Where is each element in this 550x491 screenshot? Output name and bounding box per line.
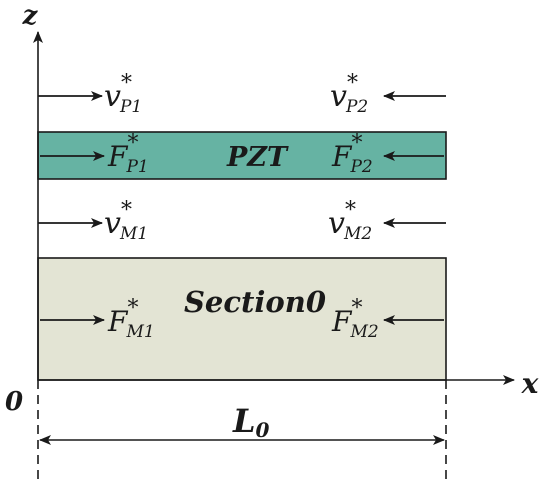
length-sub: 0: [256, 418, 270, 442]
f-p1-label: F*P1: [107, 131, 149, 177]
f-m1-sub: M1: [125, 322, 154, 342]
v-p2-main: v: [330, 79, 347, 114]
v-p2-sub: P2: [345, 97, 368, 117]
v-m1-main: v: [104, 206, 121, 241]
f-m1-label: F*M1: [107, 296, 155, 342]
v-m2-label: v*M2: [328, 198, 372, 244]
z-axis-label: z: [22, 1, 39, 31]
f-m2-sub: M2: [349, 322, 378, 342]
f-p1-main: F: [107, 140, 129, 173]
v-m1-sub: M1: [119, 224, 148, 244]
v-p2-sup: *: [347, 71, 358, 96]
f-p1-sub: P1: [125, 157, 148, 177]
origin-label: 0: [5, 387, 23, 417]
pzt-label: PZT: [226, 142, 289, 173]
f-p2-sup: *: [351, 131, 362, 156]
v-m2-sup: *: [345, 198, 356, 223]
v-p1-sup: *: [121, 71, 132, 96]
f-p2-label: F*P2: [331, 131, 373, 177]
length-label: L0: [232, 402, 270, 442]
f-m2-sup: *: [351, 296, 362, 321]
f-p2-main: F: [331, 140, 353, 173]
v-m1-sup: *: [121, 198, 132, 223]
v-m2-main: v: [328, 206, 345, 241]
v-p2-label: v*P2: [330, 71, 368, 117]
v-m2-sub: M2: [343, 224, 372, 244]
f-m1-sup: *: [127, 296, 138, 321]
x-axis-label: x: [521, 367, 539, 400]
v-p1-sub: P1: [119, 97, 142, 117]
f-m2-label: F*M2: [331, 296, 379, 342]
f-m2-main: F: [331, 305, 353, 338]
f-p1-sup: *: [127, 131, 138, 156]
v-m1-label: v*M1: [104, 198, 148, 244]
length-main: L: [232, 402, 256, 440]
v-p1-main: v: [104, 79, 121, 114]
f-p2-sub: P2: [349, 157, 372, 177]
v-p1-label: v*P1: [104, 71, 142, 117]
f-m1-main: F: [107, 305, 129, 338]
pzt-layer: [37, 131, 447, 180]
section-label: Section0: [184, 285, 326, 319]
section-layer: [37, 257, 447, 381]
